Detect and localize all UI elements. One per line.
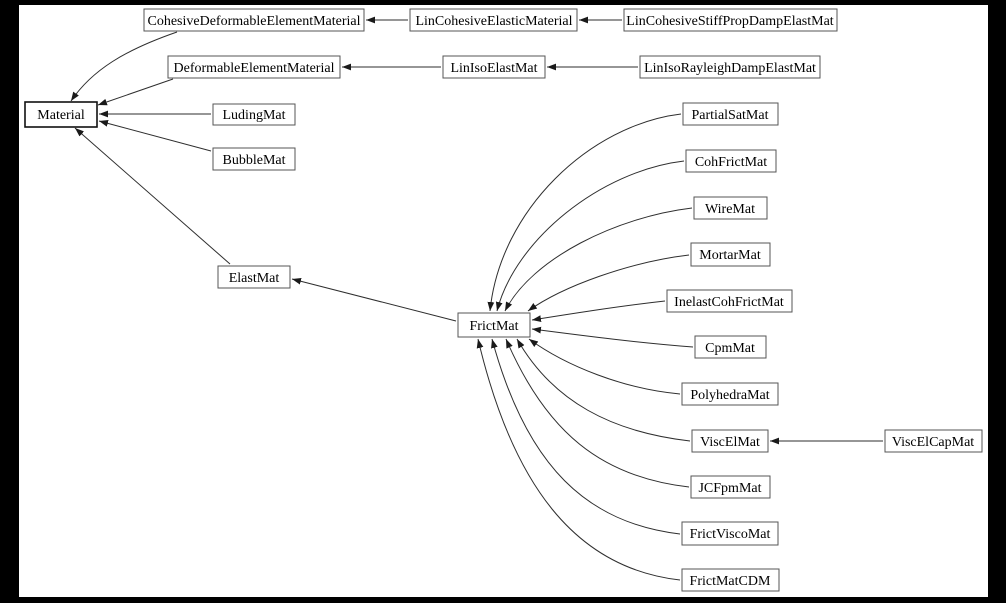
- node-LinIsoElastMat[interactable]: LinIsoElastMat: [442, 55, 546, 79]
- node-box: [212, 147, 296, 171]
- node-label: WireMat: [705, 202, 755, 217]
- node-FrictMatCDM[interactable]: FrictMatCDM: [681, 568, 780, 592]
- node-box: [690, 475, 771, 499]
- node-box: [623, 8, 838, 32]
- node-box: [884, 429, 983, 453]
- edge-layer: [70, 16, 883, 581]
- edge-MortarMat-to-FrictMat: [527, 254, 690, 312]
- node-MortarMat[interactable]: MortarMat: [690, 242, 771, 267]
- node-label: PartialSatMat: [692, 108, 769, 123]
- node-label: DeformableElementMaterial: [174, 61, 335, 76]
- node-InelastCohFrictMat[interactable]: InelastCohFrictMat: [666, 289, 793, 313]
- node-LinCohesiveElasticMaterial[interactable]: LinCohesiveElasticMaterial: [409, 8, 578, 32]
- node-label: FrictMat: [470, 319, 519, 334]
- node-label: MortarMat: [699, 248, 761, 263]
- node-LudingMat[interactable]: LudingMat: [212, 103, 296, 126]
- node-label: LinIsoRayleighDampElastMat: [644, 61, 816, 76]
- node-label: ElastMat: [229, 271, 280, 286]
- node-label: BubbleMat: [223, 153, 286, 168]
- node-label: FrictMatCDM: [690, 574, 771, 589]
- diagram-canvas: [19, 5, 988, 597]
- node-CohFrictMat[interactable]: CohFrictMat: [685, 149, 777, 173]
- node-label: Material: [37, 108, 85, 123]
- node-PartialSatMat[interactable]: PartialSatMat: [682, 102, 779, 126]
- node-LinCohesiveStiffPropDampElastMat[interactable]: LinCohesiveStiffPropDampElastMat: [623, 8, 838, 32]
- node-label: CohesiveDeformableElementMaterial: [147, 14, 360, 29]
- node-box: [690, 242, 771, 267]
- node-FrictViscoMat[interactable]: FrictViscoMat: [681, 521, 779, 546]
- node-box: [693, 196, 768, 220]
- node-BubbleMat[interactable]: BubbleMat: [212, 147, 296, 171]
- node-box: [457, 312, 531, 338]
- edge-FrictMatCDM-to-FrictMat: [476, 338, 681, 581]
- node-box: [143, 8, 365, 32]
- node-layer: Material CohesiveDeformableElementMateri…: [24, 8, 983, 592]
- edge-DeformableElementMaterial-to-Material: [97, 78, 174, 106]
- node-label: JCFpmMat: [698, 481, 761, 496]
- edge-InelastCohFrictMat-to-FrictMat: [531, 300, 666, 322]
- node-label: LinCohesiveStiffPropDampElastMat: [626, 14, 833, 29]
- node-WireMat[interactable]: WireMat: [693, 196, 768, 220]
- node-box: [685, 149, 777, 173]
- node-label: LinCohesiveElasticMaterial: [415, 14, 572, 29]
- node-label: FrictViscoMat: [690, 527, 771, 542]
- node-label: CpmMat: [705, 341, 755, 356]
- node-box: [167, 55, 341, 79]
- node-DeformableElementMaterial[interactable]: DeformableElementMaterial: [167, 55, 341, 79]
- node-label: LinIsoElastMat: [450, 61, 537, 76]
- node-box: [212, 103, 296, 126]
- edge-PolyhedraMat-to-FrictMat: [528, 338, 681, 395]
- node-box: [681, 521, 779, 546]
- node-ElastMat[interactable]: ElastMat: [217, 265, 291, 289]
- node-box: [681, 568, 780, 592]
- node-label: ViscElMat: [700, 435, 760, 450]
- node-ViscElMat[interactable]: ViscElMat: [691, 429, 769, 453]
- node-FrictMat[interactable]: FrictMat: [457, 312, 531, 338]
- node-box: [409, 8, 578, 32]
- edge-ViscElMat-to-FrictMat: [516, 338, 691, 442]
- node-PolyhedraMat[interactable]: PolyhedraMat: [681, 382, 779, 406]
- node-label: InelastCohFrictMat: [674, 295, 784, 310]
- node-CpmMat[interactable]: CpmMat: [694, 335, 767, 359]
- node-box: [682, 102, 779, 126]
- edge-PartialSatMat-to-FrictMat: [487, 113, 682, 312]
- edge-ElastMat-to-Material: [74, 127, 231, 265]
- node-box: [442, 55, 546, 79]
- node-LinIsoRayleighDampElastMat[interactable]: LinIsoRayleighDampElastMat: [639, 55, 821, 79]
- node-box: [694, 335, 767, 359]
- node-Material[interactable]: Material: [24, 101, 98, 128]
- node-box: [666, 289, 793, 313]
- edge-JCFpmMat-to-FrictMat: [505, 338, 690, 488]
- node-label: PolyhedraMat: [690, 388, 769, 403]
- node-box: [639, 55, 821, 79]
- node-label: LudingMat: [223, 108, 286, 123]
- node-CohesiveDeformableElementMaterial[interactable]: CohesiveDeformableElementMaterial: [143, 8, 365, 32]
- edge-WireMat-to-FrictMat: [504, 207, 693, 312]
- node-box: [24, 101, 98, 128]
- edge-CohesiveDeformableElementMaterial-to-Material: [70, 31, 178, 102]
- node-ViscElCapMat[interactable]: ViscElCapMat: [884, 429, 983, 453]
- edge-BubbleMat-to-Material: [98, 120, 212, 152]
- node-box: [691, 429, 769, 453]
- node-box: [217, 265, 291, 289]
- node-box: [681, 382, 779, 406]
- edge-CpmMat-to-FrictMat: [531, 326, 694, 348]
- edge-FrictViscoMat-to-FrictMat: [491, 338, 681, 535]
- node-JCFpmMat[interactable]: JCFpmMat: [690, 475, 771, 499]
- edge-FrictMat-to-ElastMat: [291, 277, 457, 322]
- edge-CohFrictMat-to-FrictMat: [495, 160, 685, 312]
- node-label: ViscElCapMat: [892, 435, 974, 450]
- node-label: CohFrictMat: [695, 155, 767, 170]
